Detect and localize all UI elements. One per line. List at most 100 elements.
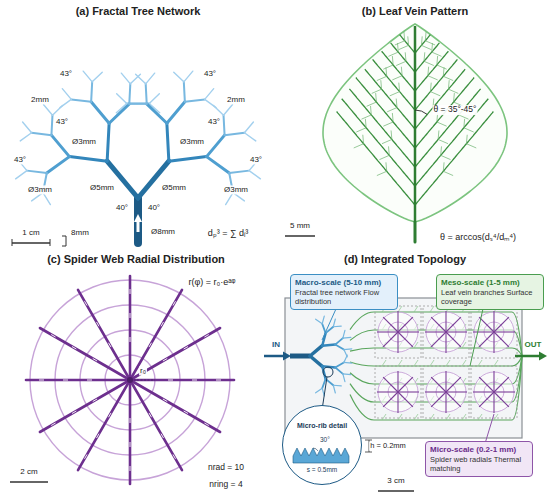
scale-label: 2 cm bbox=[19, 467, 38, 476]
web-radial bbox=[446, 317, 461, 332]
minor-vein bbox=[421, 45, 431, 49]
minor-vein bbox=[448, 80, 450, 89]
minor-vein bbox=[440, 146, 442, 155]
minor-vein bbox=[438, 130, 440, 139]
minor-vein bbox=[383, 122, 393, 126]
angle-label: 43° bbox=[13, 155, 27, 164]
vein-branch bbox=[462, 360, 466, 366]
flow-dash bbox=[85, 454, 88, 458]
web-radial bbox=[397, 332, 398, 353]
tree-branch bbox=[344, 348, 352, 350]
web-radial bbox=[445, 371, 446, 392]
minor-vein bbox=[382, 139, 392, 143]
flow-dash bbox=[184, 411, 188, 414]
tree-branch bbox=[335, 345, 344, 350]
tree-branch bbox=[109, 104, 129, 123]
flow-dash bbox=[204, 335, 208, 338]
inlet-arrow bbox=[264, 355, 284, 358]
minor-vein bbox=[370, 106, 372, 115]
tree-branch bbox=[136, 74, 146, 84]
flow-arrow bbox=[134, 214, 142, 232]
minor-vein bbox=[443, 76, 453, 80]
lateral-vein bbox=[342, 99, 415, 186]
tree-branch bbox=[224, 104, 233, 115]
lateral-vein bbox=[400, 35, 415, 53]
minor-vein bbox=[437, 65, 447, 69]
flow-dash bbox=[51, 423, 55, 426]
minor-vein bbox=[354, 144, 364, 148]
vein-channel bbox=[350, 356, 522, 420]
minor-vein bbox=[443, 162, 445, 171]
minor-vein bbox=[356, 128, 366, 132]
web-radial bbox=[479, 392, 494, 407]
lateral-vein bbox=[337, 112, 415, 206]
minor-vein bbox=[453, 93, 455, 102]
vein-branch bbox=[462, 414, 466, 420]
flow-dash bbox=[130, 466, 131, 471]
web-radial bbox=[493, 311, 494, 332]
web-radial bbox=[425, 331, 446, 332]
web-radial bbox=[493, 371, 494, 392]
tree-branch bbox=[121, 73, 130, 84]
tree-branch bbox=[322, 324, 325, 333]
integrated-topology bbox=[290, 306, 522, 420]
minor-vein bbox=[463, 119, 465, 128]
tree-branch bbox=[62, 89, 71, 100]
web-radial bbox=[398, 392, 413, 407]
tree-branch bbox=[335, 367, 343, 373]
minor-vein bbox=[395, 41, 405, 45]
vein-branch bbox=[398, 360, 402, 366]
minor-vein bbox=[438, 139, 448, 143]
web-radial bbox=[446, 331, 467, 332]
tree-branch bbox=[32, 133, 52, 135]
flow-dash bbox=[216, 380, 221, 381]
minor-vein bbox=[431, 43, 433, 52]
minor-vein bbox=[443, 67, 445, 76]
flow-dash bbox=[97, 322, 100, 326]
web-radial bbox=[431, 377, 446, 392]
flow-dash bbox=[173, 301, 176, 305]
tree-branch bbox=[127, 102, 147, 104]
angle-label: 40° bbox=[115, 203, 129, 212]
tree-branch bbox=[333, 319, 335, 327]
tree-branch bbox=[107, 123, 109, 161]
web-radial bbox=[473, 331, 494, 332]
port-label: OUT bbox=[524, 340, 543, 349]
web-radial bbox=[398, 391, 419, 392]
flow-dash bbox=[72, 411, 76, 414]
spider-web bbox=[26, 276, 234, 484]
flow-dash bbox=[149, 343, 152, 347]
tree-branch bbox=[130, 74, 140, 84]
fractal-tree bbox=[16, 71, 261, 243]
minor-vein bbox=[427, 67, 429, 76]
minor-vein bbox=[423, 52, 425, 61]
web-radial bbox=[130, 379, 234, 382]
callout-box: Meso-scale (1-5 mm)Leaf vein branches Su… bbox=[436, 274, 544, 310]
minor-vein bbox=[392, 113, 394, 122]
vein-branch bbox=[398, 414, 402, 420]
minor-vein bbox=[379, 155, 389, 159]
web-radial bbox=[129, 276, 132, 380]
minor-vein bbox=[390, 92, 400, 96]
scale-label: 3 cm bbox=[386, 476, 405, 485]
web-ring bbox=[378, 372, 418, 412]
flow-dash bbox=[130, 313, 131, 318]
minor-vein bbox=[441, 155, 451, 159]
web-ring bbox=[378, 312, 418, 352]
vein-branch bbox=[430, 306, 434, 312]
rib-teeth bbox=[293, 448, 349, 463]
tree-branch bbox=[169, 157, 207, 162]
callout-title: Meso-scale (1-5 mm) bbox=[441, 278, 539, 288]
web-radial bbox=[377, 331, 398, 332]
lateral-vein bbox=[373, 59, 415, 110]
flow-dash bbox=[130, 289, 131, 294]
dimension-label: 2mm bbox=[30, 95, 50, 104]
angle-arc bbox=[415, 110, 427, 114]
cell-frame bbox=[423, 366, 469, 418]
lateral-vein bbox=[415, 69, 465, 129]
dimension-tick bbox=[365, 440, 372, 441]
web-radial bbox=[397, 311, 398, 332]
dimension-label: Ø5mm bbox=[161, 183, 187, 192]
web-radial bbox=[78, 290, 130, 380]
